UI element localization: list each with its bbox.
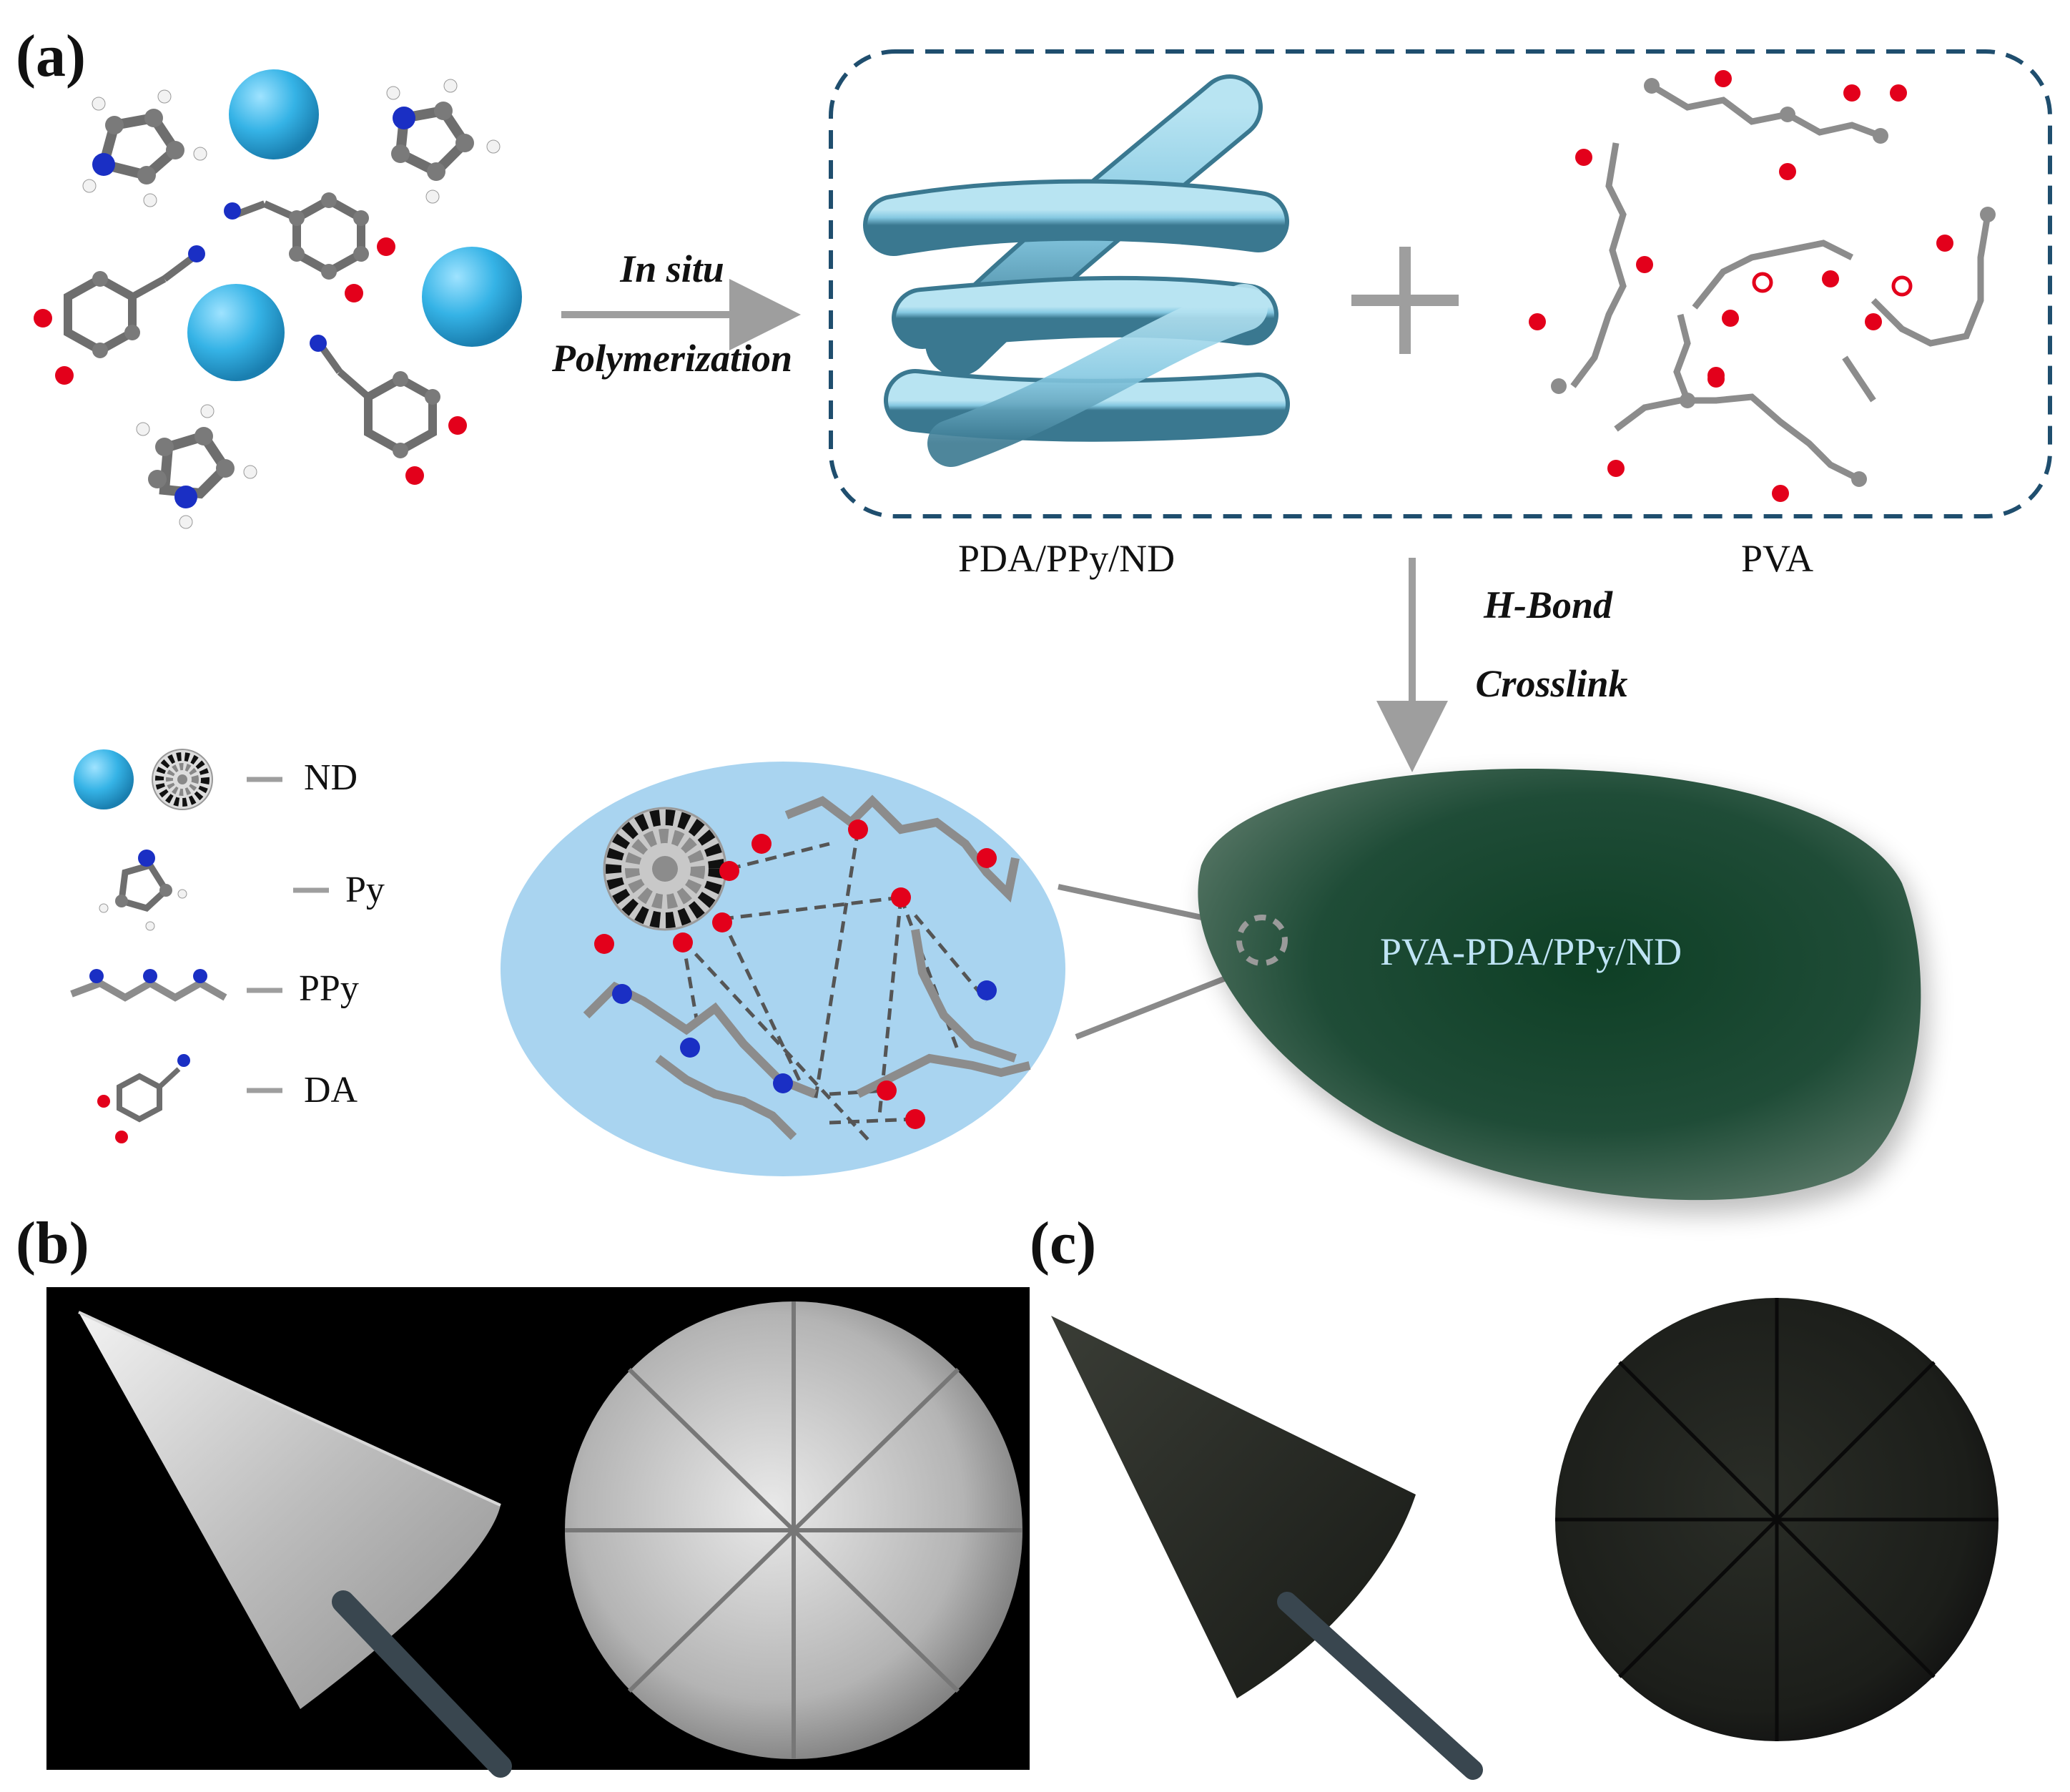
nanodiamond-sphere-icon: [187, 284, 285, 381]
dopamine-molecule-icon: [34, 245, 205, 385]
photo-pristine-film: [46, 1287, 1030, 1778]
legend-label-ppy: PPy: [299, 968, 359, 1009]
pyrrole-molecule-icon: [99, 850, 187, 931]
pva-label: PVA: [1741, 537, 1814, 580]
pyrrole-molecule-icon: [136, 404, 257, 529]
legend-icons: [70, 749, 329, 1143]
dopamine-molecule-icon: [97, 1054, 190, 1143]
pva-chains: [1570, 83, 1991, 483]
pyrrole-molecule-icon: [386, 79, 501, 204]
legend-label-py: Py: [345, 870, 385, 910]
polypyrrole-chain-icon: [70, 969, 227, 1002]
plus-icon: [1351, 247, 1459, 354]
panel-label-b: (b): [16, 1210, 89, 1276]
polymerization-label: Polymerization: [552, 337, 792, 380]
panel-label-a: (a): [16, 23, 86, 89]
in-situ-label: In situ: [620, 247, 724, 290]
monomer-cluster: [34, 69, 522, 529]
nanodiamond-icon: [74, 749, 134, 809]
nanodiamond-lattice-icon: [152, 749, 213, 810]
dashed-box: [829, 49, 2052, 518]
dopamine-molecule-icon: [310, 335, 467, 485]
panel-label-c: (c): [1030, 1210, 1097, 1276]
molecular-zoom-bubble: [501, 762, 1065, 1176]
composite-film: [1198, 769, 1928, 1215]
crosslink-label: Crosslink: [1475, 662, 1628, 705]
pda-ppy-nd-fibers: [863, 74, 1290, 467]
nanodiamond-sphere-icon: [229, 69, 319, 159]
nanodiamond-sphere-icon: [422, 247, 522, 347]
legend-label-nd: ND: [304, 757, 358, 798]
photo-composite-film: [1051, 1298, 1998, 1780]
legend-label-da: DA: [304, 1070, 358, 1111]
pda-ppy-nd-label: PDA/PPy/ND: [958, 537, 1176, 580]
composite-label: PVA-PDA/PPy/ND: [1380, 930, 1682, 973]
pyrrole-molecule-icon: [82, 89, 207, 207]
pva-atoms: [1529, 70, 1996, 502]
h-bond-label: H-Bond: [1483, 584, 1613, 626]
dopamine-molecule-icon: [224, 192, 395, 302]
